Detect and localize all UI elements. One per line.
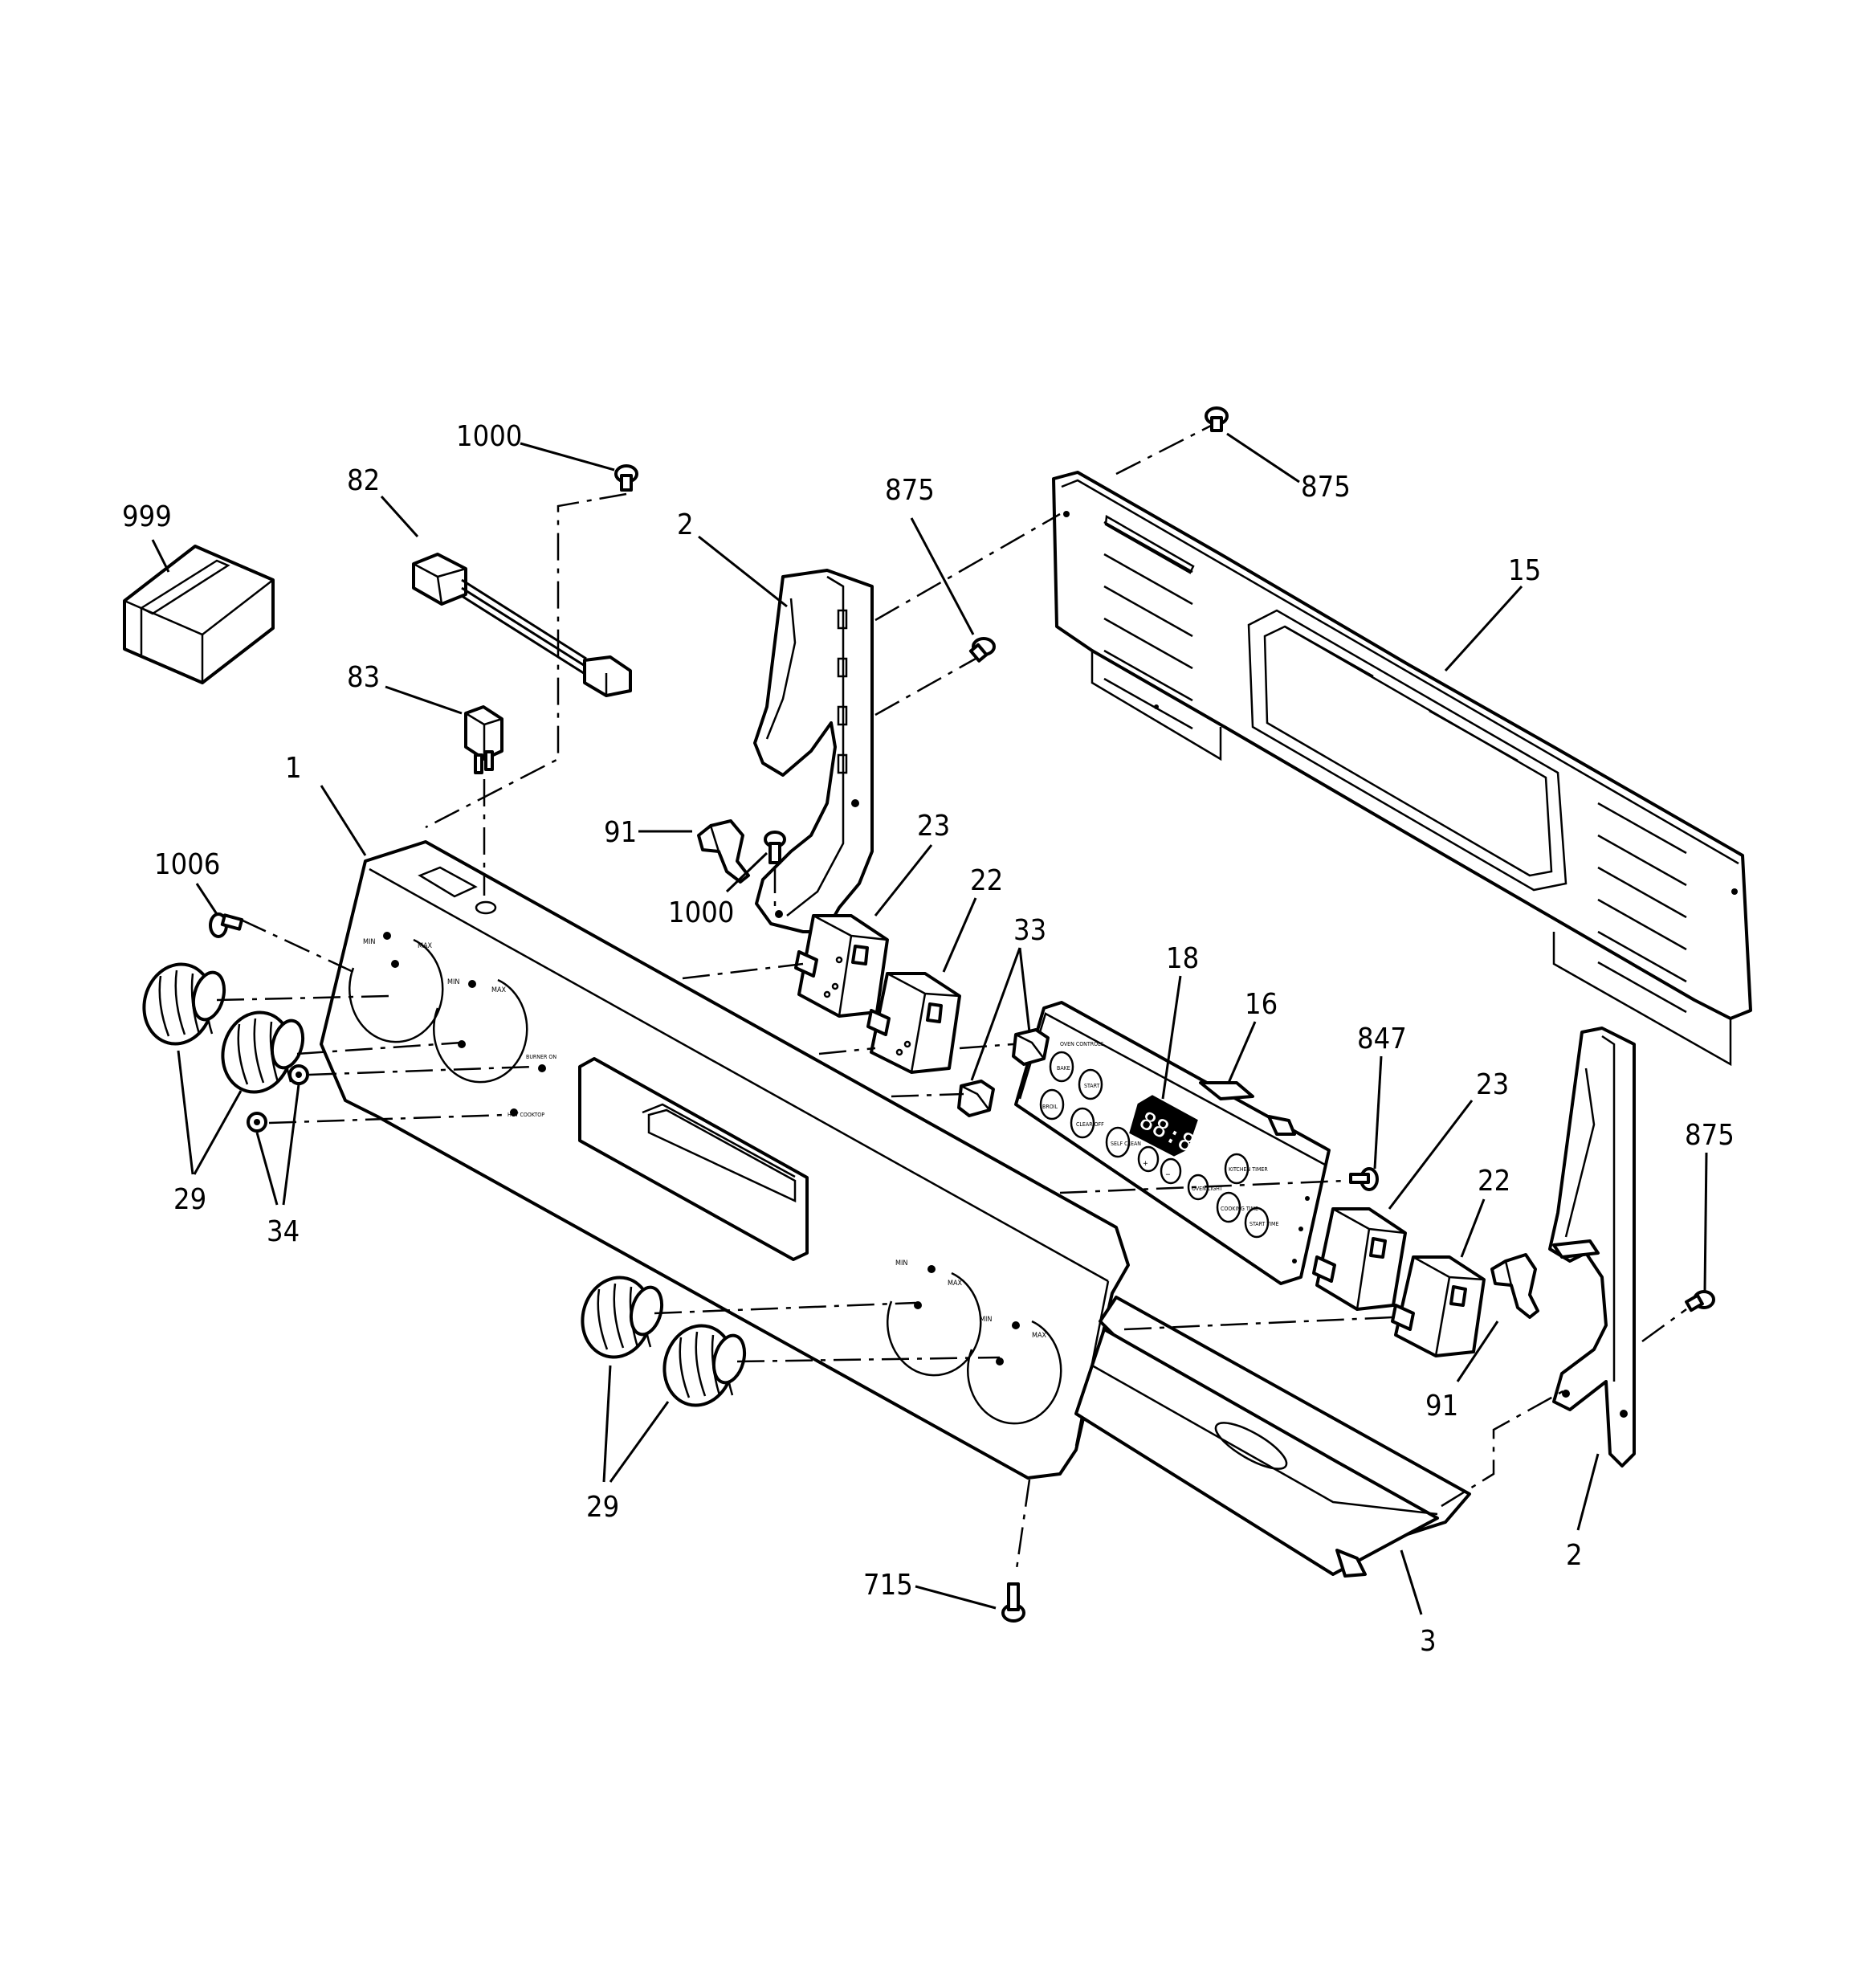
label-max: MAX <box>418 942 433 950</box>
callout-33: 33 <box>1013 914 1046 947</box>
screws <box>209 406 1715 1623</box>
callout-23-upper: 23 <box>917 810 950 843</box>
callout-29-upper: 29 <box>173 1183 206 1216</box>
callout-1000-top: 1000 <box>456 420 522 453</box>
callout-18: 18 <box>1166 942 1199 975</box>
alignment-lines <box>216 424 1687 1575</box>
screw-715 <box>1001 1582 1025 1623</box>
callout-labels: 999 82 1000 83 2 875 875 15 1 91 1000 10… <box>122 420 1735 1658</box>
svg-text:MAX: MAX <box>948 1280 963 1288</box>
callout-29-lower: 29 <box>586 1491 619 1524</box>
callout-847: 847 <box>1357 1023 1407 1055</box>
part-23-switch-upper <box>794 914 889 1018</box>
leader-lines <box>151 432 1708 1615</box>
svg-text:SELF CLEAN: SELF CLEAN <box>1111 1141 1141 1147</box>
knob-upper-left-1 <box>142 962 226 1046</box>
callout-34: 34 <box>267 1215 300 1248</box>
callout-82: 82 <box>347 464 380 497</box>
callout-91-upper: 91 <box>604 816 637 849</box>
callout-3: 3 <box>1420 1625 1437 1658</box>
callout-715: 715 <box>863 1569 913 1602</box>
part-22-switch-upper <box>866 972 961 1074</box>
svg-text:KITCHEN TIMER: KITCHEN TIMER <box>1229 1166 1268 1173</box>
callout-91-lower: 91 <box>1425 1390 1458 1423</box>
label-hot-cooktop: HOT COOKTOP <box>508 1112 544 1118</box>
callout-875-top: 875 <box>1301 471 1351 504</box>
screw-1000-top <box>614 464 638 492</box>
panel-dial-left-1: MIN MAX <box>348 932 444 1043</box>
svg-text:COOKING TIME: COOKING TIME <box>1221 1206 1258 1212</box>
callout-23-lower: 23 <box>1476 1068 1509 1101</box>
callout-875-mid: 875 <box>885 474 935 507</box>
svg-text:BROIL: BROIL <box>1042 1104 1058 1110</box>
screw-875-mid <box>968 637 996 663</box>
part-83-light-switch <box>464 705 503 774</box>
svg-text:MIN: MIN <box>447 978 459 986</box>
callout-16: 16 <box>1245 988 1278 1021</box>
svg-text:START TIME: START TIME <box>1249 1221 1278 1227</box>
callout-2-left: 2 <box>677 508 694 541</box>
knob-upper-left-2 <box>221 1010 305 1094</box>
callout-2-right: 2 <box>1566 1539 1583 1572</box>
part-23-switch-lower <box>1312 1207 1407 1311</box>
part-18-display: 88:88 <box>1129 1095 1212 1165</box>
svg-text:OVEN LIGHT: OVEN LIGHT <box>1192 1186 1223 1192</box>
callout-1006: 1006 <box>154 848 220 881</box>
panel-dial-right-2: MIN MAX <box>966 1316 1062 1425</box>
part-2-right-end-bracket <box>1548 1027 1636 1468</box>
svg-text:+: + <box>1143 1160 1148 1168</box>
screw-875-right <box>1685 1290 1715 1312</box>
part-33-clips <box>957 1028 1050 1117</box>
svg-text:CLEAR OFF: CLEAR OFF <box>1076 1121 1104 1128</box>
panel-dial-left-2: MIN MAX <box>432 978 528 1084</box>
svg-text:−: − <box>1165 1171 1171 1179</box>
part-2-left-end-bracket <box>753 569 874 933</box>
part-22-switch-lower <box>1391 1255 1486 1357</box>
callout-1000-lower: 1000 <box>668 896 734 929</box>
callout-999: 999 <box>122 500 172 533</box>
knob-lower-right-2 <box>662 1324 747 1407</box>
label-min: MIN <box>363 938 375 946</box>
part-91-bracket-upper <box>697 819 750 884</box>
screw-34-upper <box>288 1064 309 1085</box>
label-burner-on: BURNER ON <box>526 1054 556 1060</box>
part-3-lower-trim <box>1074 1296 1471 1578</box>
part-91-bracket-lower <box>1490 1253 1539 1319</box>
svg-text:BAKE: BAKE <box>1057 1065 1070 1072</box>
part-1-control-panel: MIN MAX MIN MAX BURNER ON HOT COOKTOP MI… <box>320 840 1130 1480</box>
callout-22-upper: 22 <box>970 864 1003 897</box>
screw-34-lower <box>247 1112 267 1133</box>
svg-text:START: START <box>1084 1083 1099 1089</box>
panel-dial-right-1: MIN MAX <box>886 1259 982 1377</box>
part-15-rear-cover <box>1052 471 1752 1067</box>
screw-875-top <box>1205 406 1229 432</box>
part-999-literature-box <box>123 545 275 684</box>
callout-1: 1 <box>285 752 302 785</box>
callout-15: 15 <box>1508 554 1541 587</box>
svg-text:MAX: MAX <box>1032 1332 1047 1340</box>
svg-text:MIN: MIN <box>980 1316 992 1324</box>
screw-1000-lower <box>764 831 786 864</box>
callout-83: 83 <box>347 661 380 694</box>
screw-1006 <box>209 912 244 938</box>
knob-lower-right-1 <box>581 1276 664 1359</box>
callout-875-right: 875 <box>1685 1119 1735 1152</box>
knobs-29 <box>142 962 747 1407</box>
svg-text:MAX: MAX <box>491 986 507 994</box>
part-82-wire-harness <box>412 553 632 697</box>
svg-text:MIN: MIN <box>895 1259 907 1268</box>
callout-22-lower: 22 <box>1478 1165 1510 1198</box>
screw-847 <box>1349 1167 1379 1191</box>
controls-title: OVEN CONTROLS <box>1060 1041 1104 1047</box>
